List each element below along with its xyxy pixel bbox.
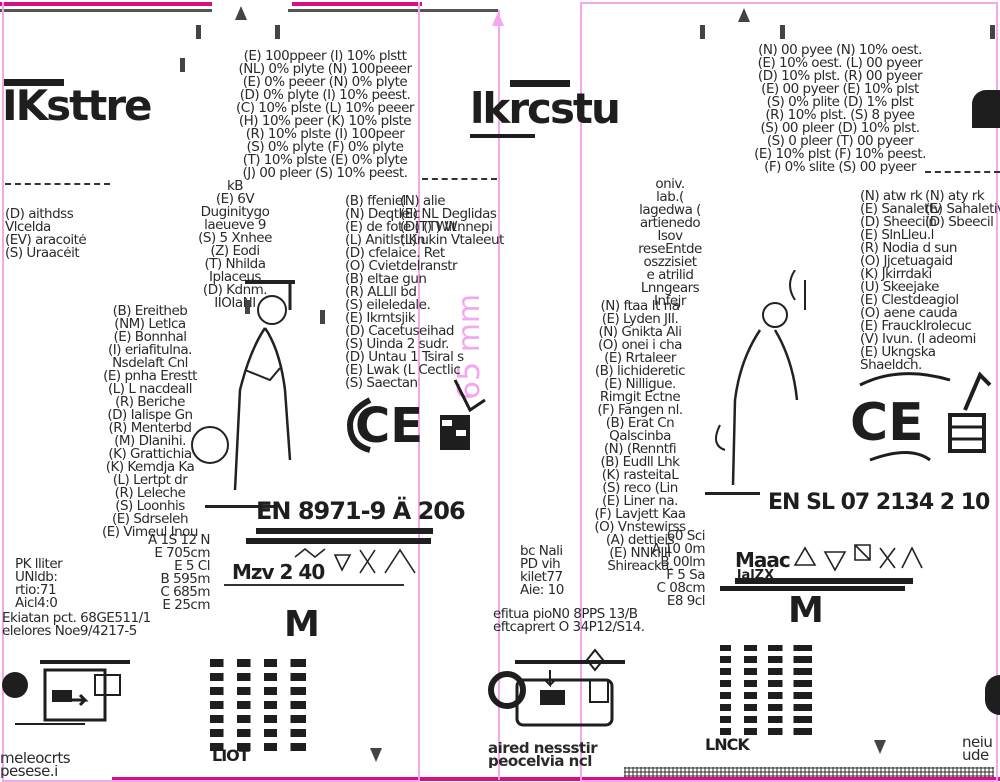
bottom-magenta-bar [112, 777, 1000, 781]
cut-line-right [925, 171, 1000, 173]
text-col-a-middle: (N) alie (E) NL Deglidas (D) (T) Wnnepi … [400, 195, 504, 247]
en-underline-left-1 [256, 528, 433, 534]
text-right-partial: (N) aty rk (E) Sahaletiv (D) Sbeecil [925, 190, 1000, 229]
text-col-a-left: (D) aithdss Vlcelda (EV) aracoité (S) Ur… [5, 208, 87, 260]
dieline-left-panel [2, 2, 420, 782]
alignment-arrow-bottom-right [874, 740, 886, 754]
text-col-b-left: kB (E) 6V Duginitygo laeueve 9 (S) 5 Xnh… [198, 180, 272, 310]
brand-logo-middle: lkrcstu [470, 80, 621, 138]
cut-line-mid [422, 178, 497, 180]
top-magenta-bar-left [0, 2, 212, 6]
scan-artifact-tick [700, 25, 705, 39]
composition-lines-left: (E) 100ppeer (I) 10% plstt (NL) 0% plyte… [236, 50, 414, 180]
bottom-text-left: meleocrts pesese.i [0, 752, 71, 778]
en-standard-number-middle: EN SL 07 2134 2 10 [768, 490, 990, 515]
text-col-c-left: (B) Ereitheb (NM) Letlca (E) Bonnhal (I)… [102, 305, 198, 539]
scan-artifact-tick [245, 300, 250, 314]
top-grey-bar-mid [288, 9, 498, 12]
care-symbols-left [294, 547, 416, 574]
dimension-arrow-up [492, 12, 504, 26]
dieline-divider [498, 10, 500, 780]
bottom-text-right-partial: neiu ude [962, 736, 993, 762]
text-col-b2-middle: (N) ftaa It na (E) Lyden JII. (N) Gnikta… [594, 300, 686, 573]
lot-lines-middle: efitua pioN0 8PPS 13/B eftcaprert O 34P1… [493, 608, 645, 634]
scan-artifact-tick [780, 25, 785, 39]
svg-text:CE: CE [355, 398, 423, 454]
top-grey-bar-left [0, 9, 212, 12]
pictogram-right-partial [985, 675, 1000, 715]
ce-mark-left: CE [346, 379, 486, 454]
spec-values-middle: 60 Sci A 10 0m B 00lm F 5 Sa C 08cm E8 9… [651, 530, 705, 608]
scan-artifact-tick [990, 25, 995, 39]
spec-values-left: A 1S 12 N E 705cm E 5 Cl B 595m C 685m E… [147, 534, 210, 612]
scan-artifact-tick [275, 25, 280, 39]
qr-code-left [210, 655, 306, 751]
person-with-lamp-pictogram-left [191, 280, 295, 508]
en-underline-left-2 [246, 538, 431, 544]
scan-artifact-tick [180, 58, 185, 72]
packaging-pictogram-middle [488, 648, 625, 727]
bottom-pattern-strip [624, 767, 994, 777]
care-underline-middle-2 [720, 586, 905, 591]
spec-labels-left: PK lliter UNldb: rtio:71 Aicl4:0 [15, 558, 63, 610]
qr-mark-middle: M [788, 590, 824, 631]
composition-lines-middle: (N) 00 pyee (N) 10% oest. (E) 10% oest. … [754, 44, 926, 174]
text-col-d-left: (B) ffeniel (N) Deqtlelc (E) de fote (T)… [345, 195, 464, 390]
qr-mark-left: M [284, 604, 320, 645]
qr-label-middle: LNCK [705, 735, 750, 754]
text-col-c-middle: (N) atw rk (E) Sanalettv (D) Sheeciin (E… [860, 190, 976, 372]
ce-mark-middle: CE [850, 371, 992, 462]
dieline-mid-panel [580, 2, 998, 782]
brand-logo-right-partial [972, 90, 1000, 128]
lot-lines-left: Ekiatan pct. 68GE511/1 elelores Noe9/421… [2, 612, 151, 638]
person-with-lamp-pictogram-middle [705, 270, 806, 495]
qr-code-middle [720, 645, 812, 735]
cut-line-left [5, 183, 110, 185]
scan-artifact-tick [320, 310, 325, 324]
en-standard-number-left: EN 8971-9 Ä 206 [256, 497, 466, 525]
top-magenta-bar-mid [292, 2, 422, 6]
packaging-pictogram-left [2, 660, 130, 725]
alignment-arrow-top-left [235, 6, 247, 20]
svg-text:CE: CE [850, 393, 924, 453]
text-col-b-middle: oniv. lab.( lagedwa ( artienedo Isov res… [638, 178, 702, 308]
care-underline-middle-1 [735, 578, 913, 584]
spec-labels-middle: bc Nali PD vih kilet77 Aie: 10 [520, 545, 564, 597]
mark-label-left: Mzv 2 40 [232, 560, 325, 584]
care-underline-left [224, 584, 404, 586]
alignment-arrow-top-right [738, 8, 750, 22]
care-symbols-middle [793, 544, 923, 572]
bottom-text-middle: aired nessstir peocelvia ncl [488, 742, 598, 768]
qr-label-left: LIOT [212, 746, 250, 765]
alignment-arrow-bottom-left [370, 748, 382, 762]
mark-label-middle: Maac [735, 548, 791, 572]
brand-logo-left: IKsttre [2, 79, 153, 130]
scan-artifact-tick [196, 25, 201, 39]
